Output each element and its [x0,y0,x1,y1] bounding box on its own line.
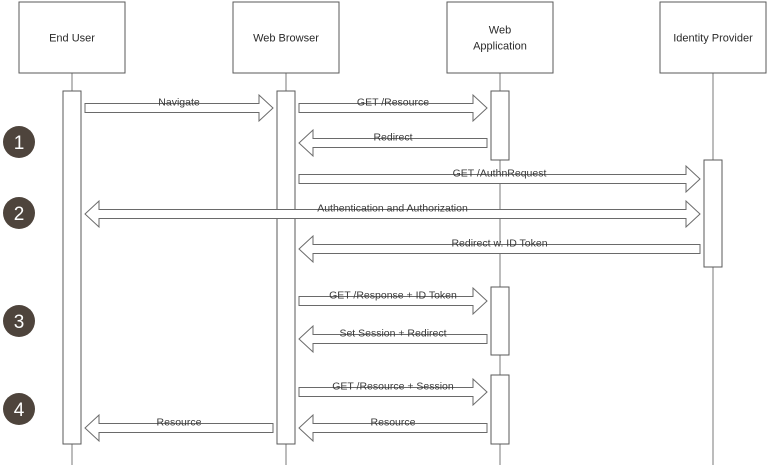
activation-bar-app [490,374,510,445]
message-9: GET /Resource + Session [298,377,488,407]
step-number: 2 [14,204,25,225]
step-circle [3,126,35,158]
participant-label: Identity Provider [673,33,753,45]
participant-label: Application [473,41,527,53]
participant-box [18,1,126,74]
step-circle [3,197,35,229]
message-5: Authentication and Authorization [84,199,701,229]
participant-label: Web Browser [253,33,319,45]
message-label: Redirect w. ID Token [451,238,547,250]
message-label: Redirect [373,132,412,144]
step-badge-3: 3 [3,305,35,337]
message-label: Navigate [158,97,200,109]
message-label: Set Session + Redirect [339,328,446,340]
participant-box [446,1,554,74]
message-2: GET /Resource [298,93,488,123]
participant-box [659,1,767,74]
message-11: Resource [84,413,274,443]
activation-bar-browser [276,90,296,445]
step-number: 4 [14,400,25,421]
participant-browser: Web Browser [232,1,340,74]
message-3: Redirect [298,128,488,158]
message-1: Navigate [84,93,274,123]
participant-user: End User [18,1,126,74]
participant-idp: Identity Provider [659,1,767,74]
message-arrow [298,377,488,407]
message-arrow [298,164,701,194]
participant-label: End User [49,33,95,45]
participant-label: Web [489,25,511,37]
message-label: Resource [371,417,416,429]
message-label: GET /Response + ID Token [329,290,457,302]
step-circle [3,305,35,337]
step-circle [3,393,35,425]
step-badge-2: 2 [3,197,35,229]
activation-bar-user [62,90,82,445]
message-arrow [84,199,701,229]
message-arrow [84,93,274,123]
activation-bar-app [490,286,510,356]
message-label: GET /Resource [357,97,429,109]
message-arrow [298,93,488,123]
message-label: GET /AuthnRequest [453,168,547,180]
message-8: Set Session + Redirect [298,324,488,354]
step-number: 3 [14,312,25,333]
message-label: Authentication and Authorization [317,203,468,215]
message-7: GET /Response + ID Token [298,286,488,316]
message-arrow [298,324,488,354]
message-4: GET /AuthnRequest [298,164,701,194]
participant-box [232,1,340,74]
message-arrow [298,286,488,316]
message-10: Resource [298,413,488,443]
message-arrow [298,413,488,443]
step-badge-4: 4 [3,393,35,425]
message-label: Resource [157,417,202,429]
message-arrow [298,234,701,264]
step-number: 1 [14,133,25,154]
message-label: GET /Resource + Session [332,381,454,393]
activation-bar-app [490,90,510,161]
activation-bar-idp [703,159,723,268]
step-badge-1: 1 [3,126,35,158]
message-arrow [84,413,274,443]
message-arrow [298,128,488,158]
message-6: Redirect w. ID Token [298,234,701,264]
